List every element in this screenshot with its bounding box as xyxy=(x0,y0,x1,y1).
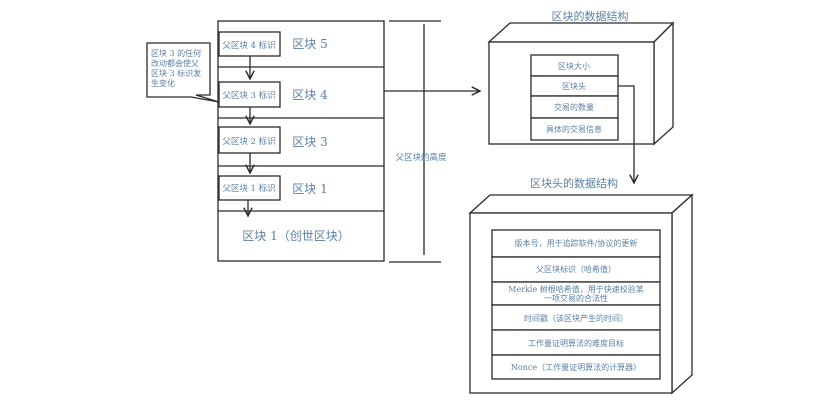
block-label: 区块 4 xyxy=(292,88,328,102)
header-arrow xyxy=(618,85,634,183)
block-4: 父区块 3 标识 区块 4 xyxy=(218,81,328,108)
prev-hash-label: 父区块 4 标识 xyxy=(222,40,275,51)
block-label: 区块 1 xyxy=(292,182,327,196)
prev-hash-box xyxy=(218,81,281,108)
field-label: 区块大小 xyxy=(558,61,590,71)
prev-hash-label: 父区块 1 标识 xyxy=(222,183,275,194)
height-bracket xyxy=(389,20,441,263)
field-prev-hash xyxy=(491,256,661,283)
block-label: 区块 5 xyxy=(292,37,327,51)
field-label: 具体的交易信息 xyxy=(546,124,602,134)
block-label: 区块 3 xyxy=(292,135,327,149)
field-version xyxy=(491,229,661,258)
field-tx-detail xyxy=(530,117,619,141)
block-3: 父区块 2 标识 区块 3 xyxy=(218,126,328,154)
header-structure-fields: 版本号，用于追踪软件/协议的更新 父区块标识（哈希值） Merkle 树根哈希值… xyxy=(491,229,661,380)
genesis-block-label: 区块 1（创世区块） xyxy=(242,229,349,243)
block-2: 父区块 1 标识 区块 1 xyxy=(218,175,328,201)
block-structure-fields: 区块大小 区块头 交易的数量 具体的交易信息 xyxy=(530,54,619,141)
callout-text: 区块 3 的任何 改动都会使父 区块 3 标识发 生变化 xyxy=(151,48,204,88)
field-label: 版本号，用于追踪软件/协议的更新 xyxy=(515,238,638,248)
header-structure-title: 区块头的数据结构 xyxy=(530,176,618,190)
field-label: 区块头 xyxy=(562,81,586,91)
callout: 区块 3 的任何 改动都会使父 区块 3 标识发 生变化 xyxy=(146,42,220,103)
field-label: 工作量证明算法的难度目标 xyxy=(528,338,624,348)
field-label: Nonce（工作量证明算法的计算器） xyxy=(511,362,641,372)
field-nonce xyxy=(491,354,661,380)
prev-hash-label: 父区块 2 标识 xyxy=(222,136,275,147)
field-label: 交易的数量 xyxy=(554,102,594,112)
callout-bubble xyxy=(146,42,220,103)
field-label: 父区块标识（哈希值） xyxy=(536,264,616,274)
prev-hash-box xyxy=(218,175,281,201)
field-timestamp xyxy=(491,304,661,331)
prev-hash-box xyxy=(218,126,281,154)
field-label: Merkle 树根哈希值，用于快速校验某 xyxy=(508,284,643,294)
height-label: 父区块的高度 xyxy=(395,152,447,163)
block-structure-title: 区块的数据结构 xyxy=(552,9,629,23)
field-label: 时间戳（该区块产生的时间） xyxy=(524,313,628,323)
prev-hash-label: 父区块 3 标识 xyxy=(222,90,275,101)
field-label: 一项交易的合法性 xyxy=(544,293,608,303)
